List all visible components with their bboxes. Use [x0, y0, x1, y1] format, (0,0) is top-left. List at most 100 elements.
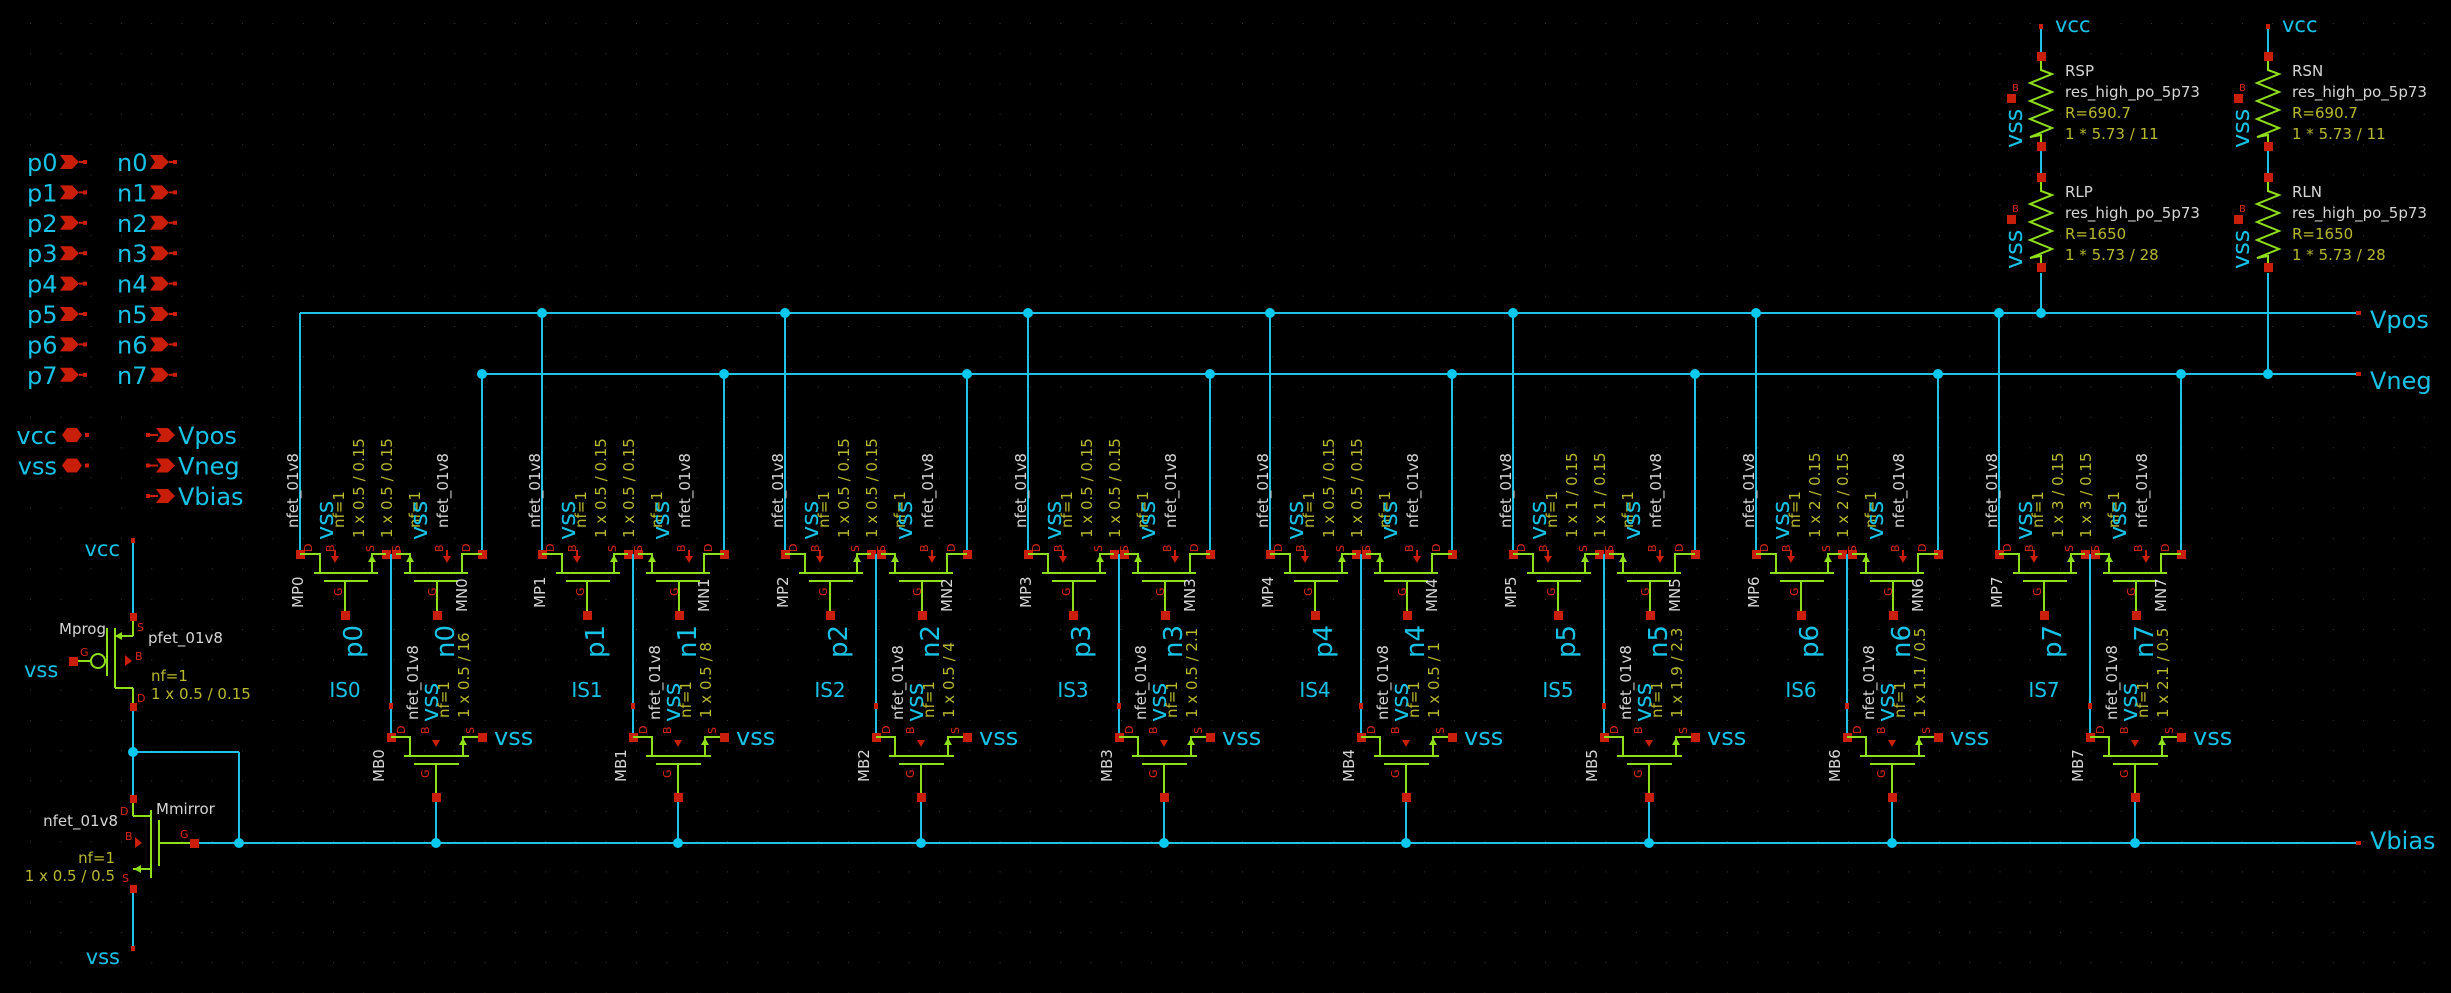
resistor-bottom-pin[interactable] [2264, 263, 2273, 272]
mb-source-pin[interactable] [1448, 733, 1457, 742]
mp3-gate-pin[interactable] [1069, 611, 1078, 620]
resistor-top-pin[interactable] [2037, 173, 2046, 182]
vcc-pin[interactable] [2039, 24, 2043, 29]
resistor-bottom-pin[interactable] [2037, 263, 2046, 272]
port-Vneg-output-icon[interactable] [156, 458, 175, 473]
port-Vneg-pin[interactable] [146, 463, 150, 468]
port-n1-input-port-icon[interactable] [150, 185, 169, 200]
mprog-gate-pin[interactable] [69, 657, 78, 666]
port-p7-port-pin[interactable] [83, 372, 87, 377]
port-n4-input-port-icon[interactable] [150, 276, 169, 291]
port-n7-port-pin[interactable] [173, 372, 177, 377]
mn1-gate-pin[interactable] [675, 611, 684, 620]
mb-gate-pin[interactable] [674, 793, 683, 802]
mb-gate-pin[interactable] [2131, 793, 2140, 802]
mmirror-drain-pin[interactable] [130, 795, 137, 803]
port-n3-input-port-icon[interactable] [150, 246, 169, 261]
mmirror-source-pin[interactable] [130, 885, 137, 893]
mp5-gate-pin[interactable] [1554, 611, 1563, 620]
port-Vbias-output-icon[interactable] [156, 489, 175, 503]
mp2-gate-pin[interactable] [826, 611, 835, 620]
mb-gate-pin[interactable] [1645, 793, 1654, 802]
port-n6-port-pin[interactable] [173, 342, 177, 347]
mn5-drain-pin[interactable] [1691, 550, 1700, 559]
resistor-bulk-pin[interactable] [2234, 215, 2243, 224]
mb-source-pin[interactable] [1934, 733, 1943, 742]
mp1-gate-pin[interactable] [583, 611, 592, 620]
mn2-gate-pin[interactable] [918, 611, 927, 620]
mn3-gate-pin[interactable] [1161, 611, 1170, 620]
mp6-source-pin[interactable] [1838, 550, 1847, 559]
port-n5-input-port-icon[interactable] [150, 307, 169, 321]
mb-source-pin[interactable] [1691, 733, 1700, 742]
resistor-top-pin[interactable] [2037, 52, 2046, 61]
mp1-source-pin[interactable] [624, 550, 633, 559]
vbias-port-pin[interactable] [2356, 841, 2361, 845]
resistor-bulk-pin[interactable] [2007, 94, 2016, 103]
resistor-top-pin[interactable] [2264, 52, 2273, 61]
mb-source-pin[interactable] [478, 733, 487, 742]
port-Vpos-pin[interactable] [146, 433, 150, 437]
mp7-source-pin[interactable] [2081, 550, 2090, 559]
mn5-gate-pin[interactable] [1646, 611, 1655, 620]
mp0-source-pin[interactable] [382, 550, 391, 559]
mn0-gate-pin[interactable] [433, 611, 442, 620]
resistor-top-pin[interactable] [2264, 173, 2273, 182]
mb-gate-pin[interactable] [432, 793, 441, 802]
mb-gate-pin[interactable] [1888, 793, 1897, 802]
port-n3-port-pin[interactable] [173, 251, 177, 256]
mb-gate-pin[interactable] [917, 793, 926, 802]
mp0-gate-pin[interactable] [341, 611, 350, 620]
vcc-pin[interactable] [2266, 24, 2270, 29]
mn2-drain-pin[interactable] [963, 550, 972, 559]
mb-source-pin[interactable] [1206, 733, 1215, 742]
mn7-gate-pin[interactable] [2132, 611, 2141, 620]
mp4-gate-pin[interactable] [1311, 611, 1320, 620]
mp7-gate-pin[interactable] [2040, 611, 2049, 620]
port-p7-input-port-icon[interactable] [60, 367, 79, 382]
mb-gate-pin[interactable] [1402, 793, 1411, 802]
port-p1-port-pin[interactable] [83, 190, 87, 195]
vss-pin[interactable] [131, 946, 135, 951]
resistor-bottom-pin[interactable] [2037, 142, 2046, 151]
port-p2-input-port-icon[interactable] [60, 215, 79, 230]
port-vss-inout-icon[interactable] [62, 458, 82, 473]
mb-gate-pin[interactable] [1160, 793, 1169, 802]
mb-source-pin[interactable] [963, 733, 972, 742]
port-p4-port-pin[interactable] [83, 281, 87, 286]
port-n6-input-port-icon[interactable] [150, 337, 169, 352]
mprog-source-pin[interactable] [130, 613, 137, 621]
mprog-drain-pin[interactable] [130, 703, 137, 711]
resistor-bulk-pin[interactable] [2007, 215, 2016, 224]
mp3-source-pin[interactable] [1110, 550, 1119, 559]
port-n0-port-pin[interactable] [173, 160, 177, 164]
port-n5-port-pin[interactable] [173, 312, 177, 316]
mn6-drain-pin[interactable] [1934, 550, 1943, 559]
mn3-drain-pin[interactable] [1206, 550, 1215, 559]
port-n1-port-pin[interactable] [173, 190, 177, 195]
mn4-gate-pin[interactable] [1403, 611, 1412, 620]
port-vcc-pin[interactable] [85, 433, 89, 437]
port-p1-input-port-icon[interactable] [60, 185, 79, 200]
port-vcc-inout-icon[interactable] [62, 428, 82, 442]
port-p6-input-port-icon[interactable] [60, 337, 79, 352]
port-p0-input-port-icon[interactable] [60, 155, 79, 169]
mb-source-pin[interactable] [720, 733, 729, 742]
mn1-drain-pin[interactable] [720, 550, 729, 559]
port-p2-port-pin[interactable] [83, 220, 87, 225]
port-p3-input-port-icon[interactable] [60, 246, 79, 261]
port-p4-input-port-icon[interactable] [60, 276, 79, 291]
mp6-gate-pin[interactable] [1797, 611, 1806, 620]
port-Vpos-output-icon[interactable] [156, 428, 175, 442]
mp4-source-pin[interactable] [1352, 550, 1361, 559]
port-p6-port-pin[interactable] [83, 342, 87, 347]
port-p5-input-port-icon[interactable] [60, 307, 79, 321]
resistor-bulk-pin[interactable] [2234, 94, 2243, 103]
vcc-pin[interactable] [131, 538, 135, 543]
mn6-gate-pin[interactable] [1889, 611, 1898, 620]
port-Vbias-pin[interactable] [146, 494, 150, 498]
